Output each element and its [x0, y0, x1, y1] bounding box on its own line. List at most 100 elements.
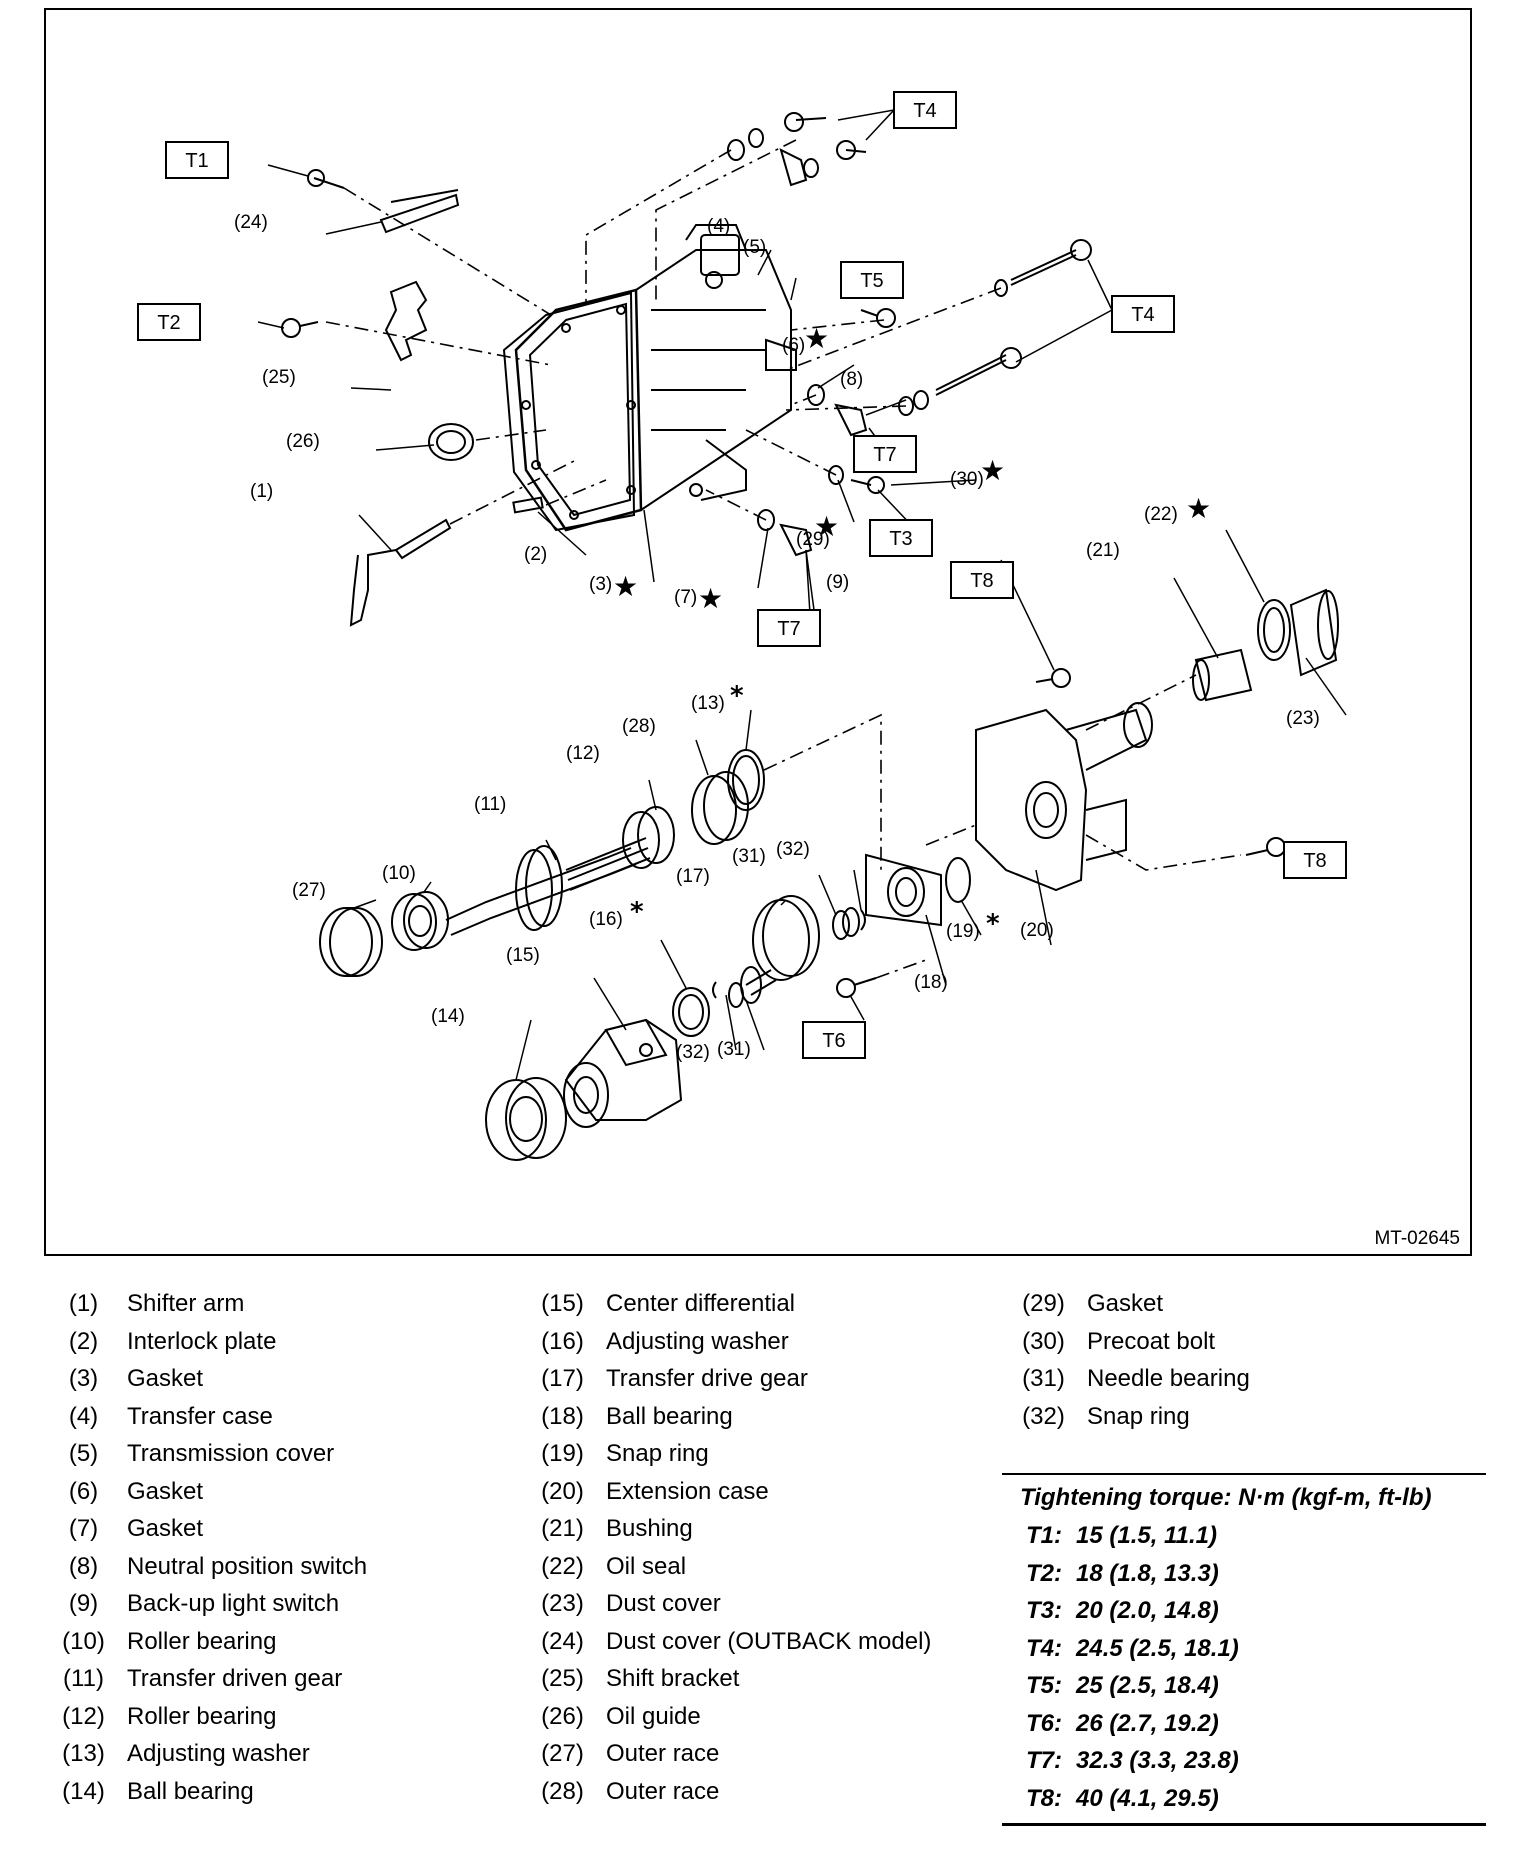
- torque-box-t7-top-label: T7: [873, 444, 896, 466]
- torque-box-t7-top: T7: [853, 435, 917, 473]
- torque-box-t4-right-label: T4: [1131, 304, 1154, 326]
- torque-row: T8:40 (4.1, 29.5): [1002, 1780, 1486, 1818]
- torque-id: T6:: [1026, 1709, 1062, 1737]
- legend-item: (29)Gasket: [1016, 1285, 1250, 1323]
- callout-24: (24): [234, 212, 268, 233]
- torque-box-t6-label: T6: [822, 1030, 845, 1052]
- legend-item-name: Center differential: [606, 1290, 795, 1317]
- callout-29: (29): [796, 529, 830, 550]
- legend-item-name: Adjusting washer: [606, 1327, 789, 1355]
- legend-item: (12)Roller bearing: [56, 1698, 367, 1736]
- callout-16: (16): [589, 909, 623, 930]
- callout-20: (20): [1020, 920, 1054, 941]
- legend-item: (5)Transmission cover: [56, 1435, 367, 1473]
- callout-27: (27): [292, 880, 326, 901]
- legend-item-name: Outer race: [606, 1740, 720, 1767]
- legend-item-number: (16): [541, 1327, 584, 1355]
- legend-item-number: (28): [541, 1777, 584, 1805]
- legend-item-name: Oil seal: [606, 1552, 687, 1580]
- legend-column-1: (1)Shifter arm(2)Interlock plate(3)Gaske…: [56, 1285, 367, 1810]
- legend-item: (2)Interlock plate: [56, 1323, 367, 1361]
- legend-item-name: Gasket: [127, 1477, 204, 1505]
- legend-item-number: (24): [541, 1627, 584, 1655]
- torque-id: T3:: [1026, 1597, 1062, 1624]
- exploded-diagram: T1 T2 T4 T5 T4 T7 T3 T7 T8 T8 T6 (1) (2)…: [44, 8, 1472, 1256]
- legend-item: (18)Ball bearing: [535, 1398, 931, 1436]
- torque-box-t8-right-label: T8: [1303, 850, 1326, 872]
- legend-item-number: (14): [62, 1777, 105, 1805]
- legend-column-3: (29)Gasket(30)Precoat bolt(31)Needle bea…: [1016, 1285, 1250, 1435]
- callout-4: (4): [707, 216, 730, 237]
- legend-item: (20)Extension case: [535, 1473, 931, 1511]
- callout-30: (30): [950, 469, 984, 490]
- callout-17: (17): [676, 866, 710, 887]
- callout-25: (25): [262, 367, 296, 388]
- legend-item-name: Transfer driven gear: [127, 1665, 343, 1692]
- callout-13: (13): [691, 693, 725, 714]
- legend-item: (25)Shift bracket: [535, 1660, 931, 1698]
- legend-item-number: (22): [541, 1552, 584, 1580]
- callout-31b: (31): [717, 1039, 751, 1060]
- legend-item: (21)Bushing: [535, 1510, 931, 1548]
- legend-item: (1) Shifter arm: [56, 1285, 367, 1323]
- legend-item: (13)Adjusting washer: [56, 1735, 367, 1773]
- legend-item-name: Snap ring: [1087, 1402, 1190, 1430]
- torque-box-t5-label: T5: [860, 270, 883, 292]
- legend-item-name: Back-up light switch: [127, 1590, 340, 1617]
- torque-row: T2: 18 (1.8, 13.3): [1002, 1555, 1486, 1593]
- torque-box-t4-top: T4: [893, 91, 957, 129]
- torque-row: T5: 25 (2.5, 18.4): [1002, 1667, 1486, 1705]
- legend-column-2: (15)Center differential (16) Adjusting was…: [535, 1285, 931, 1810]
- legend-item: (31)Needle bearing: [1016, 1360, 1250, 1398]
- legend-item-number: (13): [62, 1740, 105, 1767]
- legend-item-number: (12): [62, 1702, 105, 1730]
- torque-box-t6: T6: [802, 1021, 866, 1059]
- legend-item: (19)Snap ring: [535, 1435, 931, 1473]
- legend-item-name: Transfer case: [127, 1402, 273, 1430]
- legend-item-number: (4): [68, 1402, 99, 1430]
- torque-value: 26 (2.7, 19.2): [1076, 1709, 1219, 1737]
- torque-id: T5:: [1026, 1672, 1062, 1699]
- legend-item: (15)Center differential: [535, 1285, 931, 1323]
- legend-item: (9)Back-up light switch: [56, 1585, 367, 1623]
- callout-23: (23): [1286, 708, 1320, 729]
- legend-item-number: (19): [541, 1440, 584, 1467]
- star-mark-7: ★: [698, 582, 723, 615]
- callout-1: (1): [250, 481, 273, 502]
- torque-id: T1:: [1026, 1522, 1062, 1549]
- legend-item-name: Oil guide: [606, 1702, 701, 1730]
- torque-row: T1: 15 (1.5, 11.1): [1002, 1517, 1486, 1555]
- torque-box-t3-label: T3: [889, 528, 912, 550]
- torque-box-t1-label: T1: [185, 150, 208, 172]
- callout-3: (3): [589, 574, 612, 595]
- legend-item-number: (5): [68, 1440, 99, 1467]
- torque-id: T8:: [1026, 1784, 1062, 1812]
- callout-8: (8): [840, 369, 863, 390]
- legend-item-name: Ball bearing: [606, 1402, 733, 1430]
- torque-table-title: Tightening torque: N·m (kgf-m, ft-lb): [1020, 1484, 1432, 1511]
- torque-boxes: T1 T2 T4 T5 T4 T7 T3 T7 T8 T8 T6: [137, 91, 1347, 1059]
- legend-item: (28)Outer race: [535, 1773, 931, 1811]
- figure-code: MT-02645: [1374, 1228, 1460, 1249]
- callout-10: (10): [382, 863, 416, 884]
- torque-row: T4:24.5 (2.5, 18.1): [1002, 1630, 1486, 1668]
- torque-table: Tightening torque: N·m (kgf-m, ft-lb) T1…: [1002, 1473, 1486, 1826]
- asterisk-mark-16: *: [630, 897, 644, 927]
- torque-value: 25 (2.5, 18.4): [1076, 1672, 1219, 1699]
- legend-item: (22) Oil seal: [535, 1548, 931, 1586]
- torque-id: T4:: [1026, 1634, 1062, 1662]
- legend-item: (11)Transfer driven gear: [56, 1660, 367, 1698]
- callout-5: (5): [743, 237, 766, 258]
- torque-value: 15 (1.5, 11.1): [1076, 1522, 1217, 1549]
- legend-item-name: Precoat bolt: [1087, 1327, 1216, 1355]
- legend-item-name: Shifter arm: [127, 1290, 245, 1317]
- legend-item: (30)Precoat bolt: [1016, 1323, 1250, 1361]
- legend-item: (4) Transfer case: [56, 1398, 367, 1436]
- torque-id: T2:: [1026, 1559, 1062, 1587]
- torque-value: 18 (1.8, 13.3): [1076, 1559, 1219, 1587]
- callout-32b: (32): [676, 1042, 710, 1063]
- legend-item-number: (1): [68, 1290, 99, 1317]
- dust-cover-24: [379, 193, 460, 234]
- callout-26: (26): [286, 431, 320, 452]
- transfer-case-drawing: [502, 224, 797, 532]
